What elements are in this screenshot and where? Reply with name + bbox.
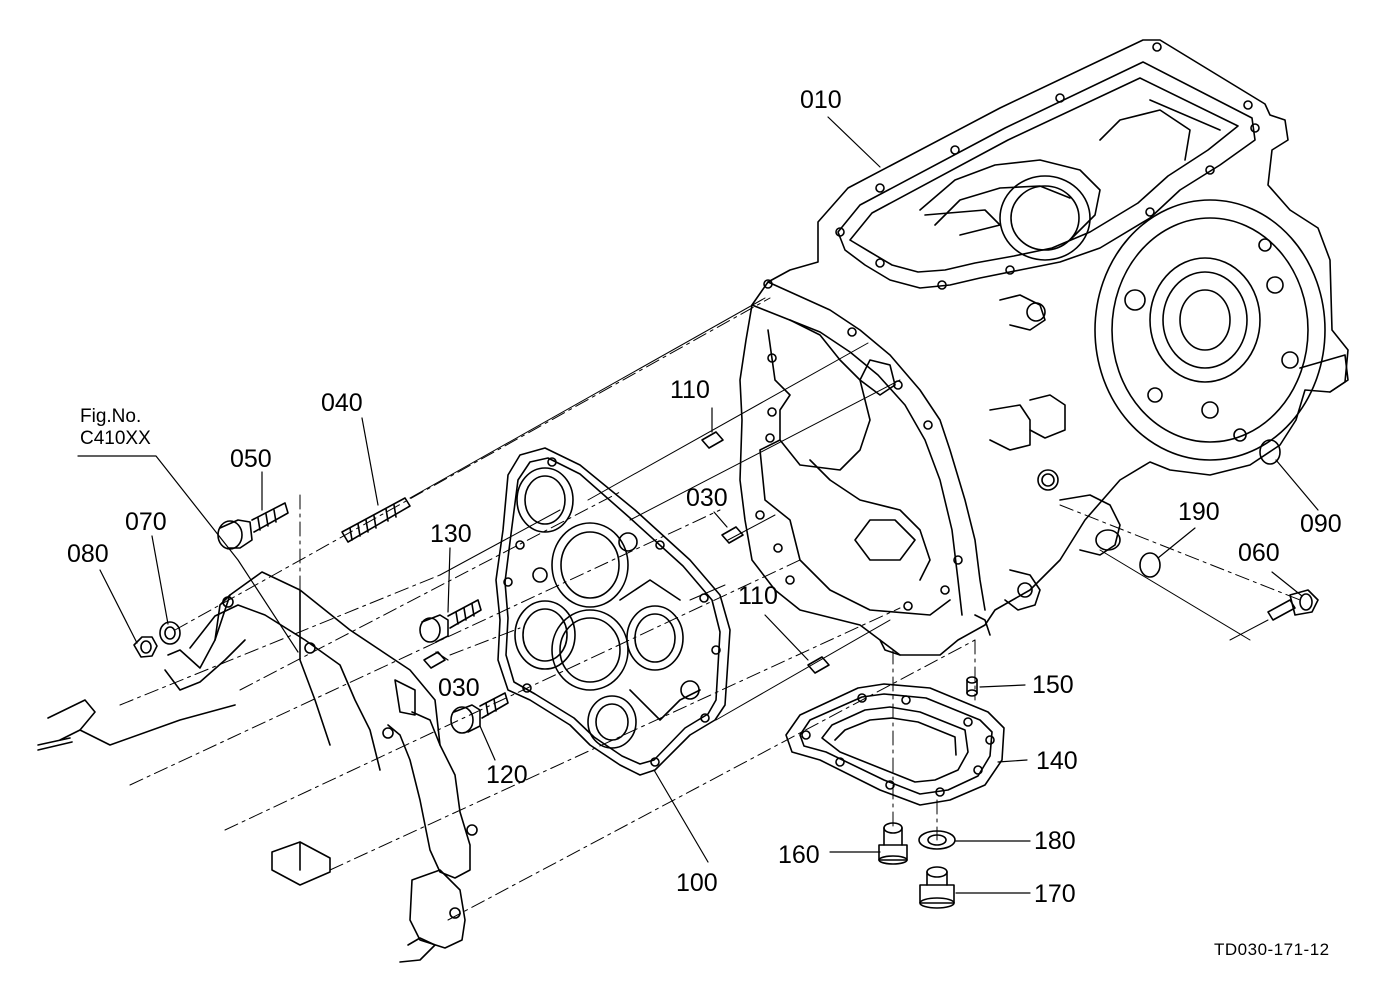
plug-190-drawing bbox=[1139, 552, 1161, 578]
spring-washer-070-drawing bbox=[159, 621, 181, 645]
callout-010: 010 bbox=[800, 86, 842, 114]
callout-190: 190 bbox=[1178, 498, 1220, 526]
bolt-050-drawing bbox=[217, 502, 289, 550]
callout-120: 120 bbox=[486, 761, 528, 789]
callout-170: 170 bbox=[1034, 880, 1076, 908]
callout-160: 160 bbox=[778, 841, 820, 869]
callout-100: 100 bbox=[676, 869, 718, 897]
drain-plug-160-drawing bbox=[878, 822, 908, 865]
callout-130: 130 bbox=[430, 520, 472, 548]
leader-lines bbox=[77, 116, 1319, 894]
bolt-130-drawing bbox=[419, 599, 482, 643]
callout-030-upper: 030 bbox=[686, 484, 728, 512]
nut-080-drawing bbox=[133, 636, 158, 658]
figure-reference-label: Fig.No. bbox=[80, 406, 142, 427]
clutch-housing-drawing bbox=[37, 571, 478, 963]
callout-050: 050 bbox=[230, 445, 272, 473]
bottom-cover-drawing bbox=[785, 683, 1005, 806]
pin-030-drawing bbox=[423, 526, 744, 669]
pin-110-drawing bbox=[701, 431, 830, 674]
callout-040: 040 bbox=[321, 389, 363, 417]
callout-070: 070 bbox=[125, 508, 167, 536]
callout-080: 080 bbox=[67, 540, 109, 568]
callout-110-upper: 110 bbox=[670, 376, 710, 404]
plug-170-drawing bbox=[919, 866, 955, 909]
callout-060: 060 bbox=[1238, 539, 1280, 567]
o-ring-090-drawing bbox=[1259, 439, 1281, 465]
callout-150: 150 bbox=[1032, 671, 1074, 699]
construction-lines bbox=[409, 297, 1269, 721]
callout-180: 180 bbox=[1034, 827, 1076, 855]
callout-090: 090 bbox=[1300, 510, 1342, 538]
drawing-code: TD030-171-12 bbox=[1214, 940, 1330, 959]
figure-reference: Fig.No. C410XX bbox=[80, 406, 151, 450]
stud-bolt-040-drawing bbox=[341, 497, 411, 543]
assembly-axis-lines bbox=[119, 297, 1301, 921]
pin-150-drawing bbox=[966, 676, 978, 697]
transmission-case-drawing bbox=[739, 39, 1349, 656]
figure-reference-number: C410XX bbox=[80, 427, 151, 449]
fitting-060-drawing bbox=[1267, 589, 1319, 621]
callout-030-lower: 030 bbox=[438, 674, 480, 702]
callout-110-lower: 110 bbox=[738, 582, 778, 610]
callout-140: 140 bbox=[1036, 747, 1078, 775]
front-cover-plate-drawing bbox=[495, 447, 731, 776]
